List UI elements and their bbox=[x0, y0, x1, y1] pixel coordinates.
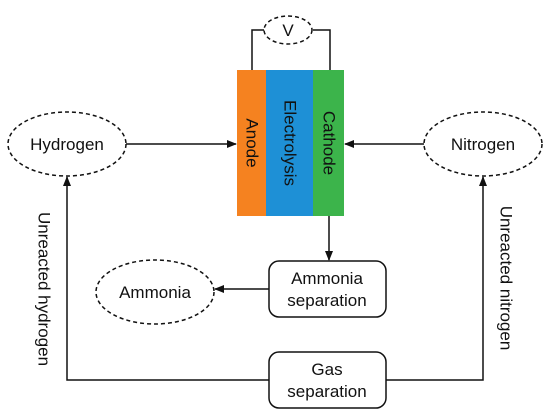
gas-separation-label-line2: separation bbox=[287, 382, 366, 401]
voltmeter bbox=[263, 15, 313, 45]
ammonia-separation-label-line2: separation bbox=[287, 291, 366, 310]
unreacted-hydrogen-label: Unreacted hydrogen bbox=[35, 212, 54, 366]
cathode-label: Cathode bbox=[320, 111, 339, 175]
anode-label: Anode bbox=[243, 118, 262, 167]
cathode-block bbox=[313, 70, 344, 216]
gas-separation-label-line1: Gas bbox=[311, 360, 342, 379]
voltmeter-label: V bbox=[282, 21, 294, 40]
electrolysis-label: Electrolysis bbox=[281, 100, 300, 186]
unreacted-nitrogen-label: Unreacted nitrogen bbox=[497, 206, 516, 351]
electrolysis-block bbox=[266, 70, 313, 216]
arrow-recycle-nitrogen bbox=[386, 176, 487, 381]
anode-block bbox=[237, 70, 266, 216]
hydrogen-label: Hydrogen bbox=[30, 135, 104, 154]
voltmeter-wire bbox=[251, 29, 331, 70]
ammonia-separation-label-line1: Ammonia bbox=[291, 269, 363, 288]
nitrogen-label: Nitrogen bbox=[451, 135, 515, 154]
ammonia-label: Ammonia bbox=[119, 283, 191, 302]
arrow-recycle-hydrogen bbox=[63, 176, 269, 381]
